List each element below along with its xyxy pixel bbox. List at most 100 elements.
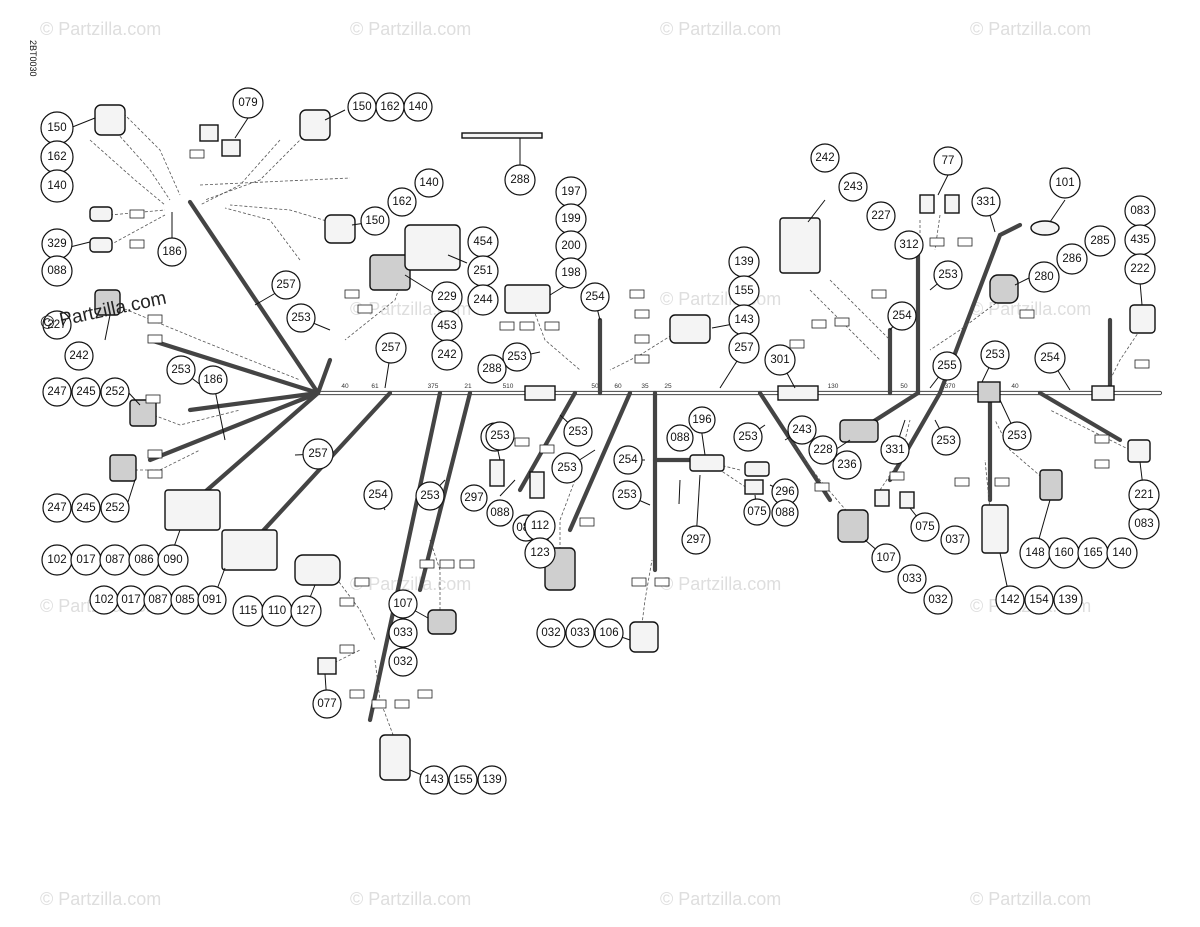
callout-number: 252: [105, 386, 124, 398]
callout-number: 288: [510, 174, 529, 186]
callout-circle: [832, 450, 862, 480]
callout-number: 148: [1025, 547, 1044, 559]
callout-circle: [1128, 508, 1160, 540]
connector: [1039, 469, 1063, 501]
callout-circle: [764, 344, 796, 376]
callout-group: 075: [743, 498, 771, 526]
callout-circle: [419, 765, 449, 795]
connector: [427, 609, 457, 635]
callout-number: 257: [381, 342, 400, 354]
callout-number: 254: [368, 489, 388, 501]
callout-group: 253: [286, 303, 316, 333]
callout-number: 253: [1007, 430, 1026, 442]
callout-number: 254: [1040, 352, 1060, 364]
callout-number: 253: [507, 351, 526, 363]
callout-group: 301: [764, 344, 796, 376]
callout-number: 251: [473, 265, 492, 277]
callout-number: 150: [352, 101, 371, 113]
watermark: © Partzilla.com: [660, 19, 781, 39]
fuse-link: [461, 132, 543, 139]
callout-number: 245: [76, 502, 95, 514]
callout-number: 083: [1134, 518, 1153, 530]
callout-group: 254: [1034, 342, 1066, 374]
callout-number: 227: [871, 210, 890, 222]
callout-number: 090: [163, 554, 182, 566]
callout-circle: [910, 512, 940, 542]
callout-group: 257: [302, 438, 334, 470]
callout-number: 247: [47, 386, 66, 398]
callout-circle: [980, 340, 1010, 370]
callout-circle: [448, 765, 478, 795]
callout-group: 253: [551, 452, 583, 484]
callout-group: 331: [880, 435, 910, 465]
callout-number: 088: [775, 507, 794, 519]
callout-circle: [563, 417, 593, 447]
harness-sleeve: [1091, 385, 1115, 401]
callout-number: 222: [1130, 263, 1149, 275]
callout-number: 198: [561, 267, 580, 279]
callout-circle: [431, 339, 463, 371]
callout-circle: [415, 481, 445, 511]
callout-circle: [42, 377, 72, 407]
callout-circle: [728, 332, 760, 364]
callout-circle: [290, 595, 322, 627]
callout-number: 253: [490, 430, 509, 442]
callout-number: 331: [976, 196, 995, 208]
callout-circle: [551, 452, 583, 484]
callout-number: 254: [618, 454, 638, 466]
callout-group: 254: [613, 445, 643, 475]
callout-number: 454: [473, 236, 493, 248]
callout-circle: [1024, 585, 1054, 615]
callout-number: 253: [420, 490, 439, 502]
callout-number: 331: [885, 444, 904, 456]
callout-circle: [733, 422, 763, 452]
callout-circle: [467, 284, 499, 316]
callout-group: 253: [415, 481, 445, 511]
callout-circle: [933, 146, 963, 176]
watermark: © Partzilla.com: [660, 289, 781, 309]
callout-number: 254: [892, 310, 912, 322]
harness-branch: [147, 390, 321, 463]
callout-number: 123: [530, 547, 549, 559]
callout-circle: [477, 765, 507, 795]
callout-group: 079: [232, 87, 264, 119]
watermark: © Partzilla.com: [660, 889, 781, 909]
harness-branch: [187, 199, 321, 396]
watermark: © Partzilla.com: [350, 19, 471, 39]
connector: [1129, 304, 1156, 334]
callout-number: 242: [69, 350, 88, 362]
callout-circle: [1049, 167, 1081, 199]
connector: [629, 621, 659, 653]
callout-circle: [197, 585, 227, 615]
callout-number: 243: [843, 181, 862, 193]
callout-number: 088: [47, 265, 66, 277]
harness-junction: [977, 381, 1001, 403]
callout-circle: [1056, 243, 1088, 275]
callout-number: 162: [392, 196, 411, 208]
callout-circle: [71, 493, 101, 523]
callout-number: 088: [670, 432, 689, 444]
wires-layer: [89, 109, 1141, 741]
callout-number: 453: [437, 320, 456, 332]
harness-sleeve: [524, 385, 556, 401]
callout-circle: [1034, 342, 1066, 374]
callout-number: 196: [692, 414, 711, 426]
segment-label: 130: [828, 383, 839, 390]
callout-number: 107: [876, 552, 895, 564]
callout-number: 091: [202, 594, 221, 606]
callout-number: 197: [561, 186, 580, 198]
callout-circle: [932, 351, 962, 381]
callout-circle: [486, 499, 514, 527]
harness-branch: [187, 390, 321, 413]
callout-number: 236: [837, 459, 856, 471]
terminal: [899, 491, 915, 509]
callout-circle: [594, 618, 624, 648]
terminal: [317, 657, 337, 675]
callout-number: 110: [268, 605, 286, 617]
